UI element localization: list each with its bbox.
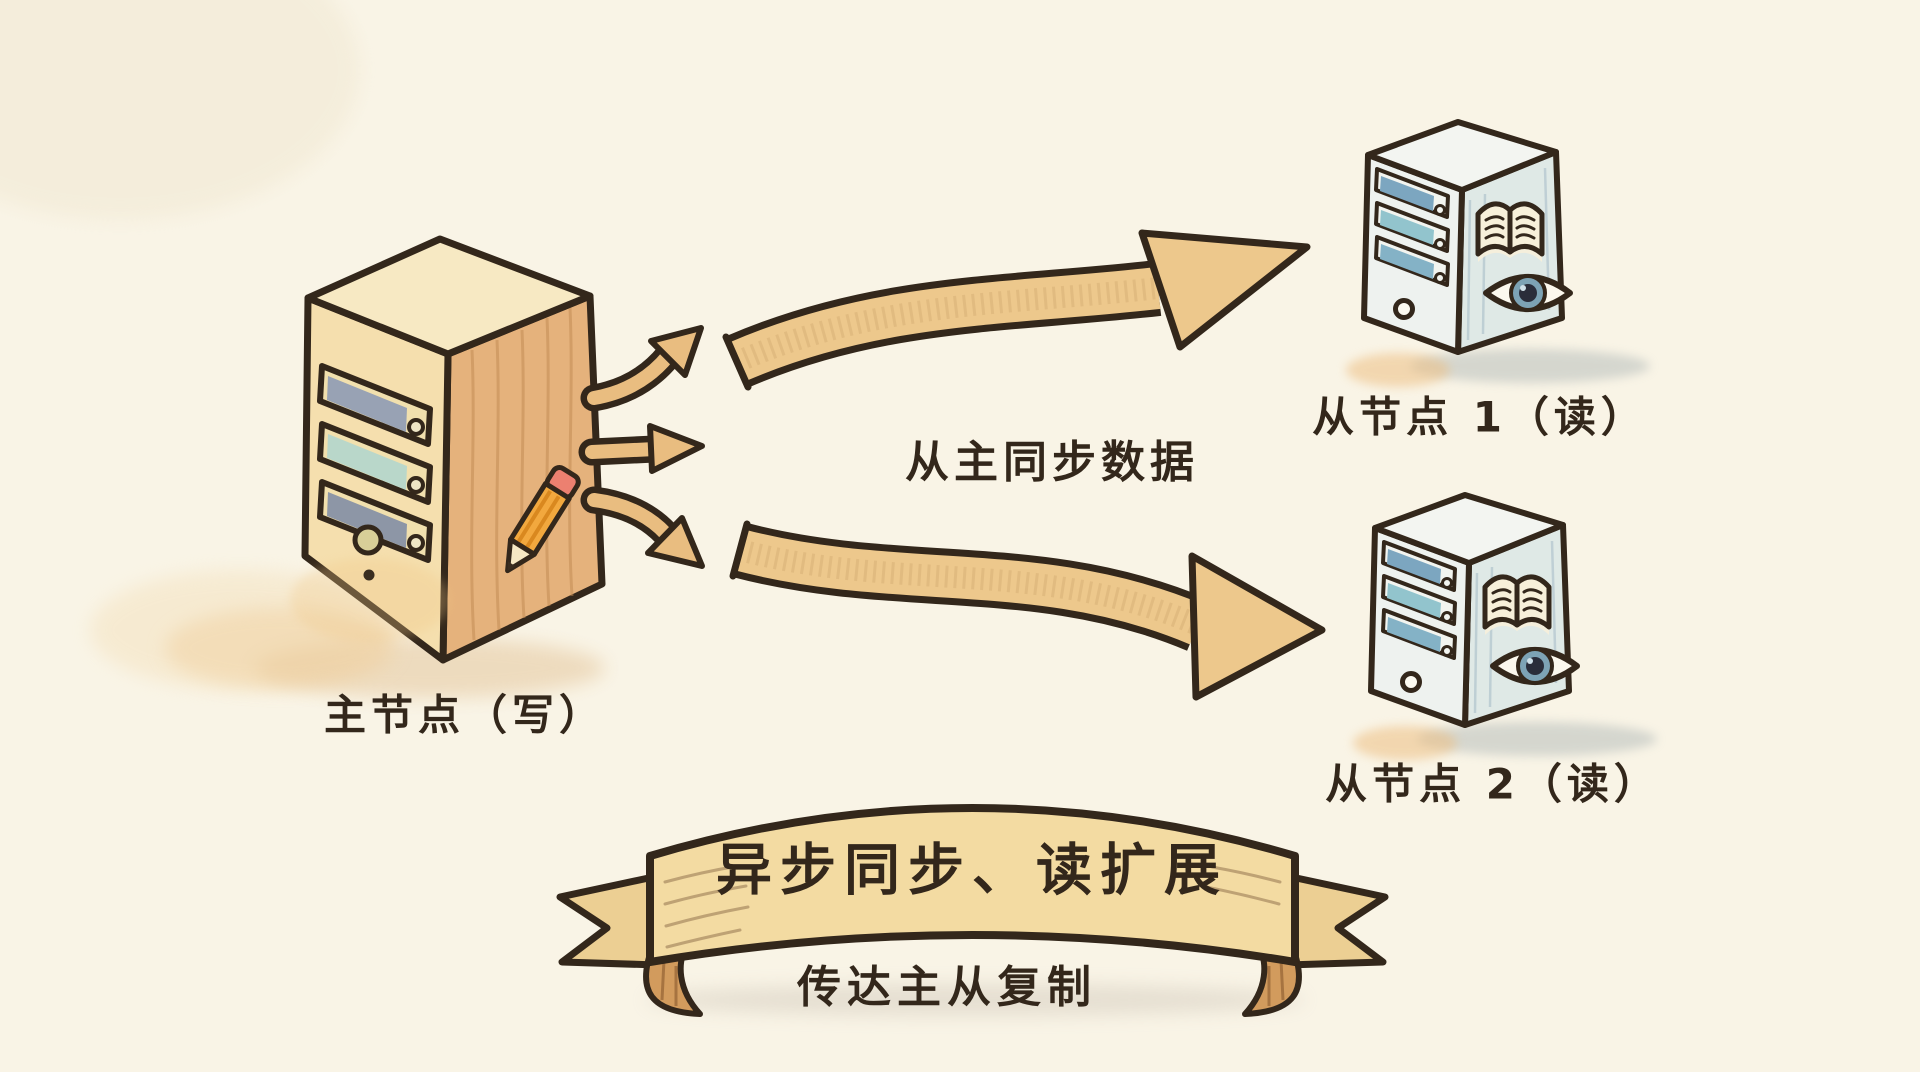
book-icon [1482, 574, 1552, 635]
slave-server-2 [1353, 492, 1657, 760]
slave2-drive-bays [1381, 540, 1457, 660]
sync-arrow-top [722, 229, 1311, 391]
eye-icon [1483, 274, 1573, 312]
master-power-button [352, 524, 384, 556]
slave2-shadow [1417, 722, 1657, 756]
master-server [165, 235, 606, 698]
banner-band [646, 804, 1299, 966]
sync-arrow-bottom [729, 520, 1326, 701]
eye-icon [1490, 647, 1580, 685]
banner-title: 异步同步、读扩展 [716, 838, 1228, 904]
banner-tail-left [556, 872, 662, 969]
slave1-node-label: 从节点 1（读） [1312, 392, 1648, 442]
band-shading [663, 864, 1282, 949]
banner-shadow [645, 984, 1305, 1016]
slave2-wash [1353, 726, 1457, 760]
slave2-node-label: 从节点 2（读） [1325, 759, 1661, 809]
replication-fanout-arrows [578, 325, 705, 569]
banner-ribbon [556, 804, 1389, 1017]
banner-caption: 传达主从复制 [797, 962, 1097, 1013]
master-led [363, 569, 375, 581]
pencil-icon [505, 465, 581, 574]
master-top-face [304, 235, 594, 358]
master-node-label: 主节点（写） [323, 690, 607, 740]
curl-right-hatch [1267, 959, 1285, 1006]
book-icon [1475, 201, 1545, 262]
slave1-wash [1346, 353, 1450, 387]
banner-tail-right [1283, 872, 1389, 969]
slave1-shadow [1410, 349, 1650, 383]
sync-arrow-label: 从主同步数据 [905, 437, 1199, 488]
slave1-power-button [1393, 298, 1415, 320]
slave2-power-button [1400, 671, 1422, 693]
slave1-drive-bays [1374, 167, 1450, 287]
slave1-top-face [1365, 119, 1559, 193]
fanout-arrow-up [580, 325, 704, 412]
curl-left-hatch [660, 959, 678, 1006]
slave-server-1 [1346, 119, 1650, 387]
master-drive-bays [317, 363, 433, 563]
fanout-arrow-middle [578, 423, 705, 474]
fanout-arrow-down [580, 486, 705, 569]
front-wash [290, 558, 450, 642]
slave2-top-face [1372, 492, 1566, 566]
master-side-grain [470, 307, 574, 641]
